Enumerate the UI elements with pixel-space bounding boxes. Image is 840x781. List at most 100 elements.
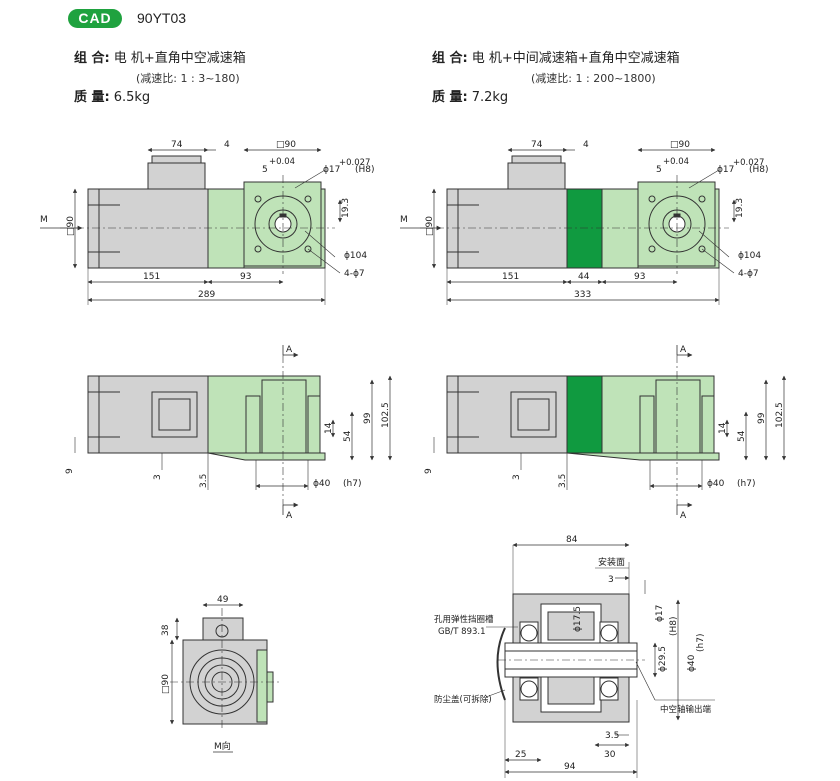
- sv-shaftout: 中空轴输出端: [660, 704, 712, 715]
- mr-dim-14: 14: [718, 422, 728, 434]
- top-left-view: [40, 147, 343, 305]
- tr-dim-5: 5: [656, 165, 662, 175]
- middle-left-view: [74, 345, 393, 515]
- tl-side: □90: [66, 216, 76, 236]
- ml-shaft-fit: (h7): [343, 479, 361, 489]
- tl-dim-193: 19.3: [341, 198, 351, 218]
- sv-dim-25: 25: [515, 750, 526, 760]
- tl-dim-total: 289: [198, 290, 215, 300]
- left-mass-value: 6.5kg: [113, 90, 151, 105]
- mr-dim-9: 9: [424, 468, 434, 474]
- tl-arrow-m: M: [40, 215, 48, 225]
- right-combination: 组 合:电 机+中间减速箱+直角中空减速箱: [432, 50, 680, 68]
- tr-dim-4: 4: [583, 140, 589, 150]
- mr-section-top: A: [680, 345, 687, 355]
- mr-shaft-fit: (h7): [737, 479, 755, 489]
- ml-shaft: ϕ40: [313, 479, 331, 489]
- tr-dim-74: 74: [531, 140, 543, 150]
- sv-dustcap: 防尘盖(可拆除): [434, 694, 492, 705]
- ml-dim-35: 3.5: [199, 474, 209, 488]
- tr-dim-5-tol: +0.04: [663, 157, 689, 167]
- intermediate-gearbox: [566, 188, 603, 269]
- tr-bore: ϕ17: [717, 165, 734, 175]
- tr-dim-193: 19.3: [735, 198, 745, 218]
- ml-section-top: A: [286, 345, 293, 355]
- top-right-view: [400, 147, 737, 305]
- tr-dim-total: 333: [574, 290, 591, 300]
- sv-dim-35: 3.5: [605, 731, 619, 741]
- ml-dim-14: 14: [324, 422, 334, 434]
- sv-dim-30: 30: [604, 750, 616, 760]
- model-number: 90YT03: [137, 10, 187, 26]
- m-dim-49: 49: [217, 595, 229, 605]
- tl-dim-74: 74: [171, 140, 183, 150]
- mr-dim-35: 3.5: [558, 474, 568, 488]
- left-combination-key: 组 合:: [74, 51, 110, 66]
- mr-dim-54: 54: [737, 430, 747, 442]
- left-combination: 组 合:电 机+直角中空减速箱: [74, 50, 246, 68]
- tl-dim-5-tol: +0.04: [269, 157, 295, 167]
- sv-dim-94: 94: [564, 762, 576, 772]
- mr-dim-1025: 102.5: [775, 402, 785, 428]
- ml-dim-99: 99: [363, 412, 373, 424]
- sv-shaft: ϕ40: [687, 654, 697, 672]
- sv-shaft-fit: (h7): [696, 634, 706, 652]
- right-mass: 质 量:7.2kg: [432, 89, 508, 107]
- right-mass-value: 7.2kg: [471, 90, 509, 105]
- tr-side: □90: [425, 216, 435, 236]
- ml-dim-1025: 102.5: [381, 402, 391, 428]
- tr-dim-151: 151: [502, 272, 519, 282]
- tr-dim-93: 93: [634, 272, 645, 282]
- m-dim-38: 38: [161, 624, 171, 636]
- mr-dim-99: 99: [757, 412, 767, 424]
- tr-pcd: ϕ104: [738, 251, 761, 261]
- terminal-box: [147, 162, 206, 190]
- ml-section-bottom: A: [286, 511, 293, 521]
- ml-dim-9: 9: [65, 468, 75, 474]
- middle-right-view: [433, 345, 787, 515]
- tr-dim-square: □90: [670, 140, 690, 150]
- tl-holes: 4-ϕ7: [344, 269, 365, 279]
- tr-holes: 4-ϕ7: [738, 269, 759, 279]
- motor-body: [87, 188, 209, 269]
- tl-dim-square: □90: [276, 140, 296, 150]
- left-combination-value: 电 机+直角中空减速箱: [113, 51, 246, 66]
- sv-bore: ϕ17: [655, 605, 665, 622]
- left-ratio: (减速比: 1 : 3~180): [136, 72, 240, 85]
- sv-mount: 安装面: [598, 556, 625, 568]
- left-mass: 质 量:6.5kg: [74, 89, 150, 107]
- m-side: □90: [161, 674, 171, 694]
- tr-bore-tol: +0.027: [733, 158, 764, 168]
- tl-bore-fit: (H8): [355, 165, 375, 175]
- mr-section-bottom: A: [680, 511, 687, 521]
- m-view: [169, 602, 280, 753]
- tl-pcd: ϕ104: [344, 251, 367, 261]
- sv-dim-84: 84: [566, 535, 578, 545]
- tl-dim-151: 151: [143, 272, 160, 282]
- mr-shaft: ϕ40: [707, 479, 725, 489]
- tl-dim-93: 93: [240, 272, 251, 282]
- sv-dim-295: ϕ29.5: [658, 646, 668, 672]
- mr-dim-3: 3: [512, 474, 522, 480]
- tr-bore-fit: (H8): [749, 165, 769, 175]
- m-caption: M向: [214, 740, 231, 752]
- tl-bore: ϕ17: [323, 165, 340, 175]
- sv-bore-fit: (H8): [669, 616, 679, 636]
- tr-arrow-m: M: [400, 215, 408, 225]
- tl-bore-tol: +0.027: [339, 158, 370, 168]
- sv-standard: GB/T 893.1: [438, 627, 486, 637]
- sv-dim-3: 3: [608, 575, 614, 585]
- cad-badge: CAD: [68, 9, 122, 28]
- right-ratio: (减速比: 1 : 200~1800): [531, 72, 656, 85]
- right-combination-key: 组 合:: [432, 51, 468, 66]
- ml-dim-3: 3: [153, 474, 163, 480]
- ml-dim-54: 54: [343, 430, 353, 442]
- tl-dim-5: 5: [262, 165, 268, 175]
- left-mass-key: 质 量:: [74, 90, 110, 105]
- tl-dim-4: 4: [224, 140, 230, 150]
- sv-dim-175: ϕ17.5: [573, 606, 583, 632]
- right-combination-value: 电 机+中间减速箱+直角中空减速箱: [471, 51, 680, 66]
- tr-dim-44: 44: [578, 272, 590, 282]
- sv-groove: 孔用弹性挡圈槽: [434, 614, 494, 625]
